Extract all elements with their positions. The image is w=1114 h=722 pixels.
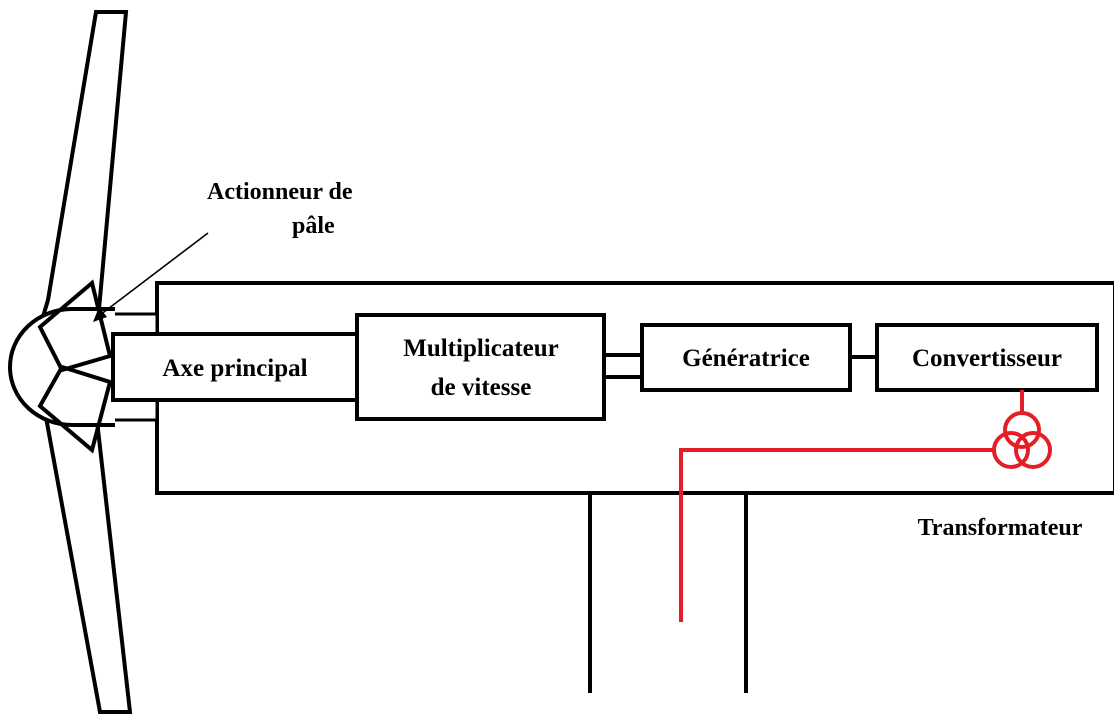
main-shaft-label: Axe principal [162, 355, 307, 382]
generator-label: Génératrice [682, 345, 810, 372]
blade-actuator-label-line1: Actionneur de [207, 179, 353, 205]
blade-actuator-upper [37, 279, 113, 373]
blade-actuator-label-line2: pâle [292, 213, 335, 239]
blade-actuator-pointer [95, 232, 209, 319]
blade-actuator-lower [37, 364, 113, 454]
coupling-shaft [602, 353, 644, 379]
converter-label: Convertisseur [912, 345, 1062, 372]
blade-actuator-arrowhead [93, 307, 107, 322]
transformer-label: Transformateur [918, 515, 1083, 541]
gearbox-label-line2: de vitesse [431, 374, 532, 401]
gearbox-box [355, 313, 606, 421]
power-cable [679, 448, 994, 622]
gearbox-label-line1: Multiplicateur [403, 335, 559, 362]
converter-box [875, 323, 1099, 392]
